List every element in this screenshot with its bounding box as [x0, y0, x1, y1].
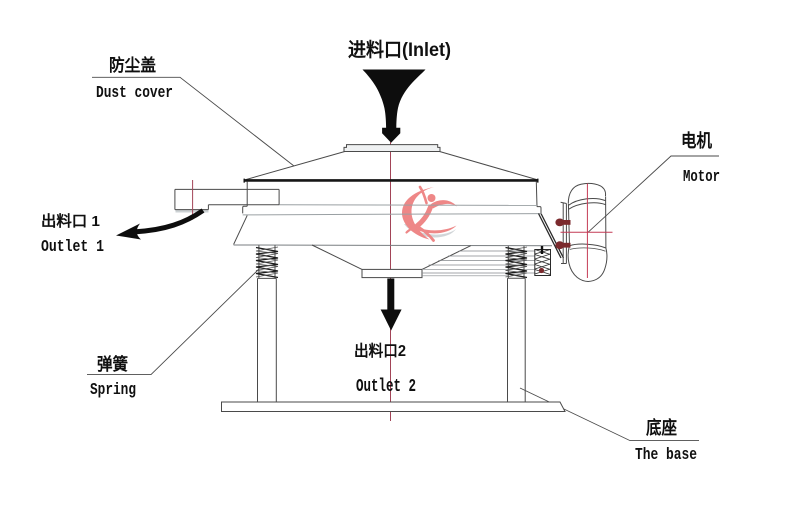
- spring-coil-back: [505, 246, 528, 278]
- label-motor-cn: 电机: [681, 130, 712, 151]
- right-leg: [507, 277, 526, 402]
- spout-opening-shade: [175, 209, 209, 213]
- motor-crosshair: [560, 183, 613, 278]
- label-inlet: 进料口(Inlet): [348, 38, 451, 61]
- label-spring-cn: 弹簧: [97, 354, 128, 374]
- outlet2-arrow: [380, 278, 402, 331]
- outlet2-arrow-shaft: [387, 278, 395, 310]
- discharge-cone: [311, 244, 471, 270]
- spout-outline: [174, 188, 280, 211]
- base-plate: [221, 401, 566, 412]
- leader-spring: [87, 268, 260, 376]
- logo-figure-arm-right: [430, 200, 457, 209]
- dust-cover-lid: [245, 151, 537, 181]
- label-outlet1-en: Outlet 1: [41, 238, 104, 257]
- leg-outline: [257, 277, 277, 402]
- spring-coil: [505, 246, 528, 279]
- cone-outlet-spout: [361, 268, 423, 279]
- outlet1-spout: [174, 188, 280, 213]
- outlet2-arrow-head: [380, 309, 402, 331]
- skirt-left-edge: [233, 215, 248, 245]
- leg-outline: [507, 277, 526, 402]
- motor-top-cylinder: [567, 182, 607, 204]
- motor-bolt: [555, 218, 571, 250]
- outlet1-arrow-head: [116, 223, 141, 240]
- right-spring: [505, 245, 528, 279]
- label-outlet2-en: Outlet 2: [356, 377, 416, 397]
- label-motor-en: Motor: [683, 168, 720, 187]
- outlet1-arrow: [116, 208, 205, 240]
- logo-figure-arm-left: [418, 185, 428, 205]
- hatch-block-bolt: [538, 267, 545, 274]
- leader-dust-cover: [92, 76, 295, 167]
- label-dust-cover-en: Dust cover: [96, 84, 173, 103]
- spring-coil-back: [255, 246, 279, 278]
- logo-watermark: [401, 185, 457, 242]
- left-leg: [257, 277, 277, 402]
- labels: 进料口(Inlet) 防尘盖 Dust cover 电机 Motor 出料口 1…: [41, 38, 720, 465]
- outlet1-arrow-shaft: [135, 208, 205, 235]
- logo-figure-leg-left: [405, 225, 417, 234]
- motor-bottom-inner-arc: [569, 247, 606, 252]
- rim-end-ticks: [243, 178, 539, 183]
- leader-motor: [587, 155, 719, 233]
- motor-bracket: [537, 213, 565, 259]
- label-base-cn: 底座: [646, 417, 677, 438]
- logo-shadow-arc: [404, 224, 456, 238]
- motor-unit: [534, 182, 613, 282]
- label-base-en: The base: [635, 446, 697, 465]
- clamp-ring-line: [242, 213, 542, 216]
- band-side-edges: [246, 181, 538, 207]
- logo-figure-leg-right: [415, 224, 435, 242]
- inlet-arrow: [362, 69, 426, 143]
- label-outlet1-cn: 出料口 1: [41, 212, 100, 230]
- motor-top-rim-arc1: [567, 198, 606, 206]
- spring-coil: [255, 246, 279, 279]
- deck-joint-line: [279, 204, 538, 206]
- inlet-flange: [343, 144, 441, 152]
- motor-plate: [560, 201, 567, 264]
- label-outlet2-cn: 出料口2: [354, 341, 406, 360]
- logo-crescent: [401, 187, 434, 240]
- label-spring-en: Spring: [90, 381, 136, 400]
- motor-body-sides: [567, 196, 607, 249]
- label-dust-cover-cn: 防尘盖: [109, 55, 156, 75]
- logo-figure-head: [427, 194, 436, 202]
- logo-swoosh: [404, 220, 457, 234]
- machine-body: [233, 144, 553, 279]
- skirt-bottom-line: [233, 244, 553, 247]
- left-spring: [255, 245, 279, 279]
- clamp-ring-left: [242, 205, 248, 214]
- clamp-ring-right: [536, 206, 542, 213]
- logo-figure-body: [414, 204, 433, 229]
- motor-bottom-cylinder: [567, 245, 608, 282]
